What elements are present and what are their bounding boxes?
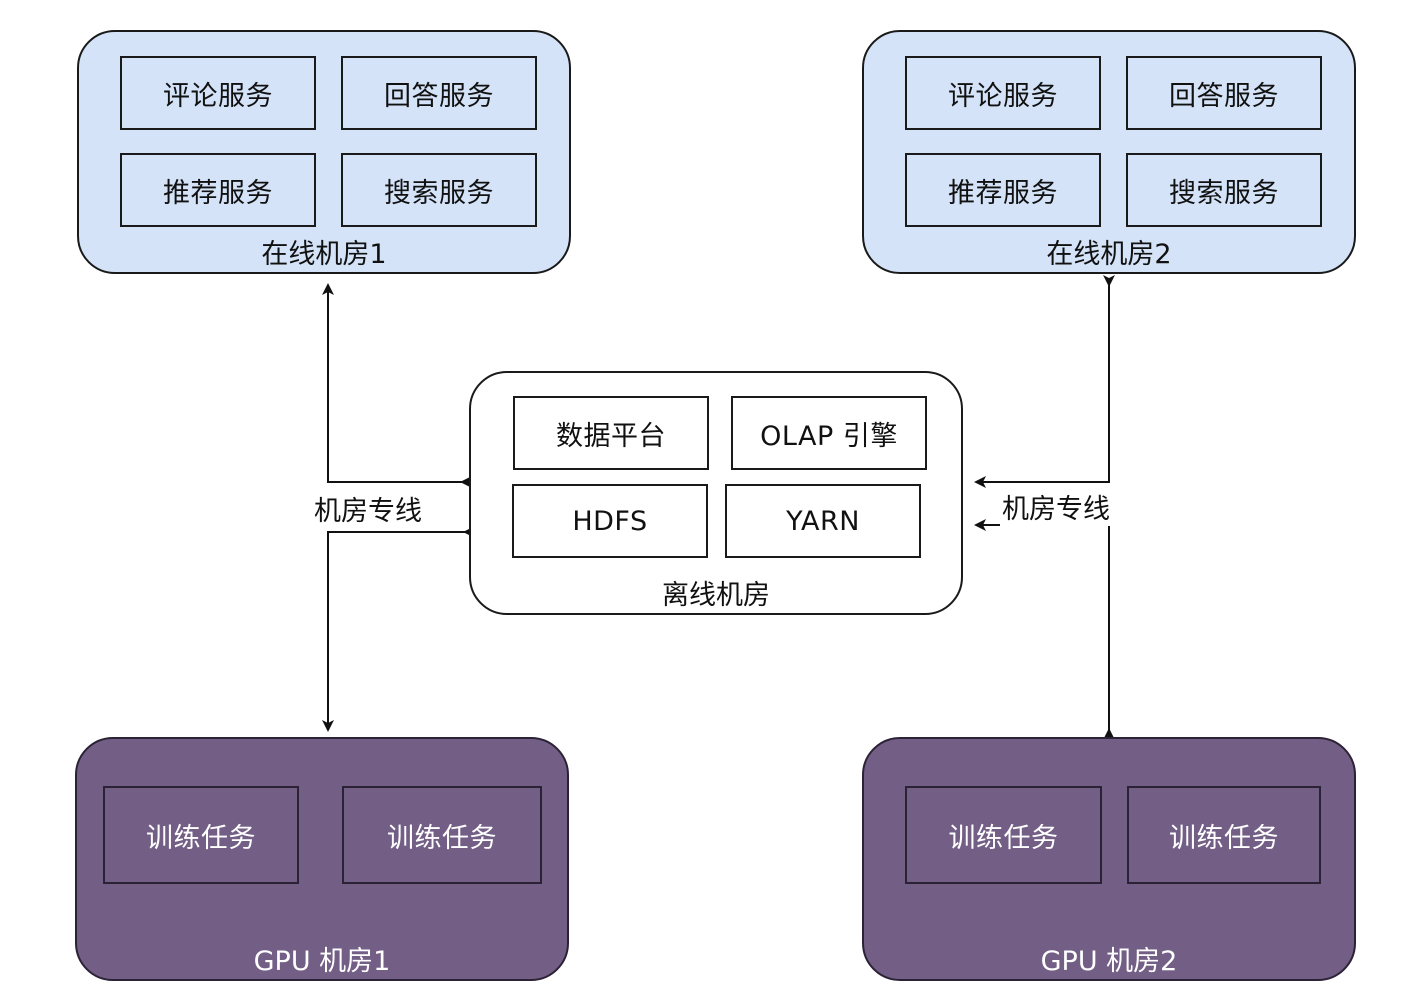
offline-room: 数据平台 OLAP 引擎 HDFS YARN 离线机房	[469, 371, 963, 615]
training-task: 训练任务	[103, 786, 299, 884]
service-yarn: YARN	[725, 484, 921, 558]
offline-room-label: 离线机房	[662, 580, 770, 611]
training-task: 训练任务	[342, 786, 542, 884]
service-data-platform: 数据平台	[513, 396, 709, 470]
training-task: 训练任务	[905, 786, 1102, 884]
gpu-room-2-label: GPU 机房2	[1040, 946, 1178, 977]
service-answer: 回答服务	[341, 56, 537, 130]
arrow-offline-to-online1	[322, 283, 472, 488]
online-room-1: 评论服务 回答服务 推荐服务 搜索服务 在线机房1	[77, 30, 571, 274]
service-search: 搜索服务	[1126, 153, 1322, 227]
link-label-right: 机房专线	[1000, 487, 1112, 526]
service-comment: 评论服务	[905, 56, 1101, 130]
link-label-left: 机房专线	[312, 489, 424, 528]
service-recommend: 推荐服务	[120, 153, 316, 227]
service-hdfs: HDFS	[512, 484, 708, 558]
gpu-room-1: 训练任务 训练任务 GPU 机房1	[75, 737, 569, 981]
arrow-online2-to-offline	[974, 275, 1115, 488]
service-olap-engine: OLAP 引擎	[731, 396, 927, 470]
service-answer: 回答服务	[1126, 56, 1322, 130]
service-comment: 评论服务	[120, 56, 316, 130]
arrow-gpu2-to-offline	[974, 519, 1115, 740]
online-room-2-label: 在线机房2	[1046, 239, 1172, 270]
gpu-room-2: 训练任务 训练任务 GPU 机房2	[862, 737, 1356, 981]
service-recommend: 推荐服务	[905, 153, 1101, 227]
online-room-2: 评论服务 回答服务 推荐服务 搜索服务 在线机房2	[862, 30, 1356, 274]
service-search: 搜索服务	[341, 153, 537, 227]
training-task: 训练任务	[1127, 786, 1321, 884]
online-room-1-label: 在线机房1	[261, 239, 387, 270]
arrow-offline-to-gpu1	[322, 526, 475, 732]
gpu-room-1-label: GPU 机房1	[253, 946, 391, 977]
